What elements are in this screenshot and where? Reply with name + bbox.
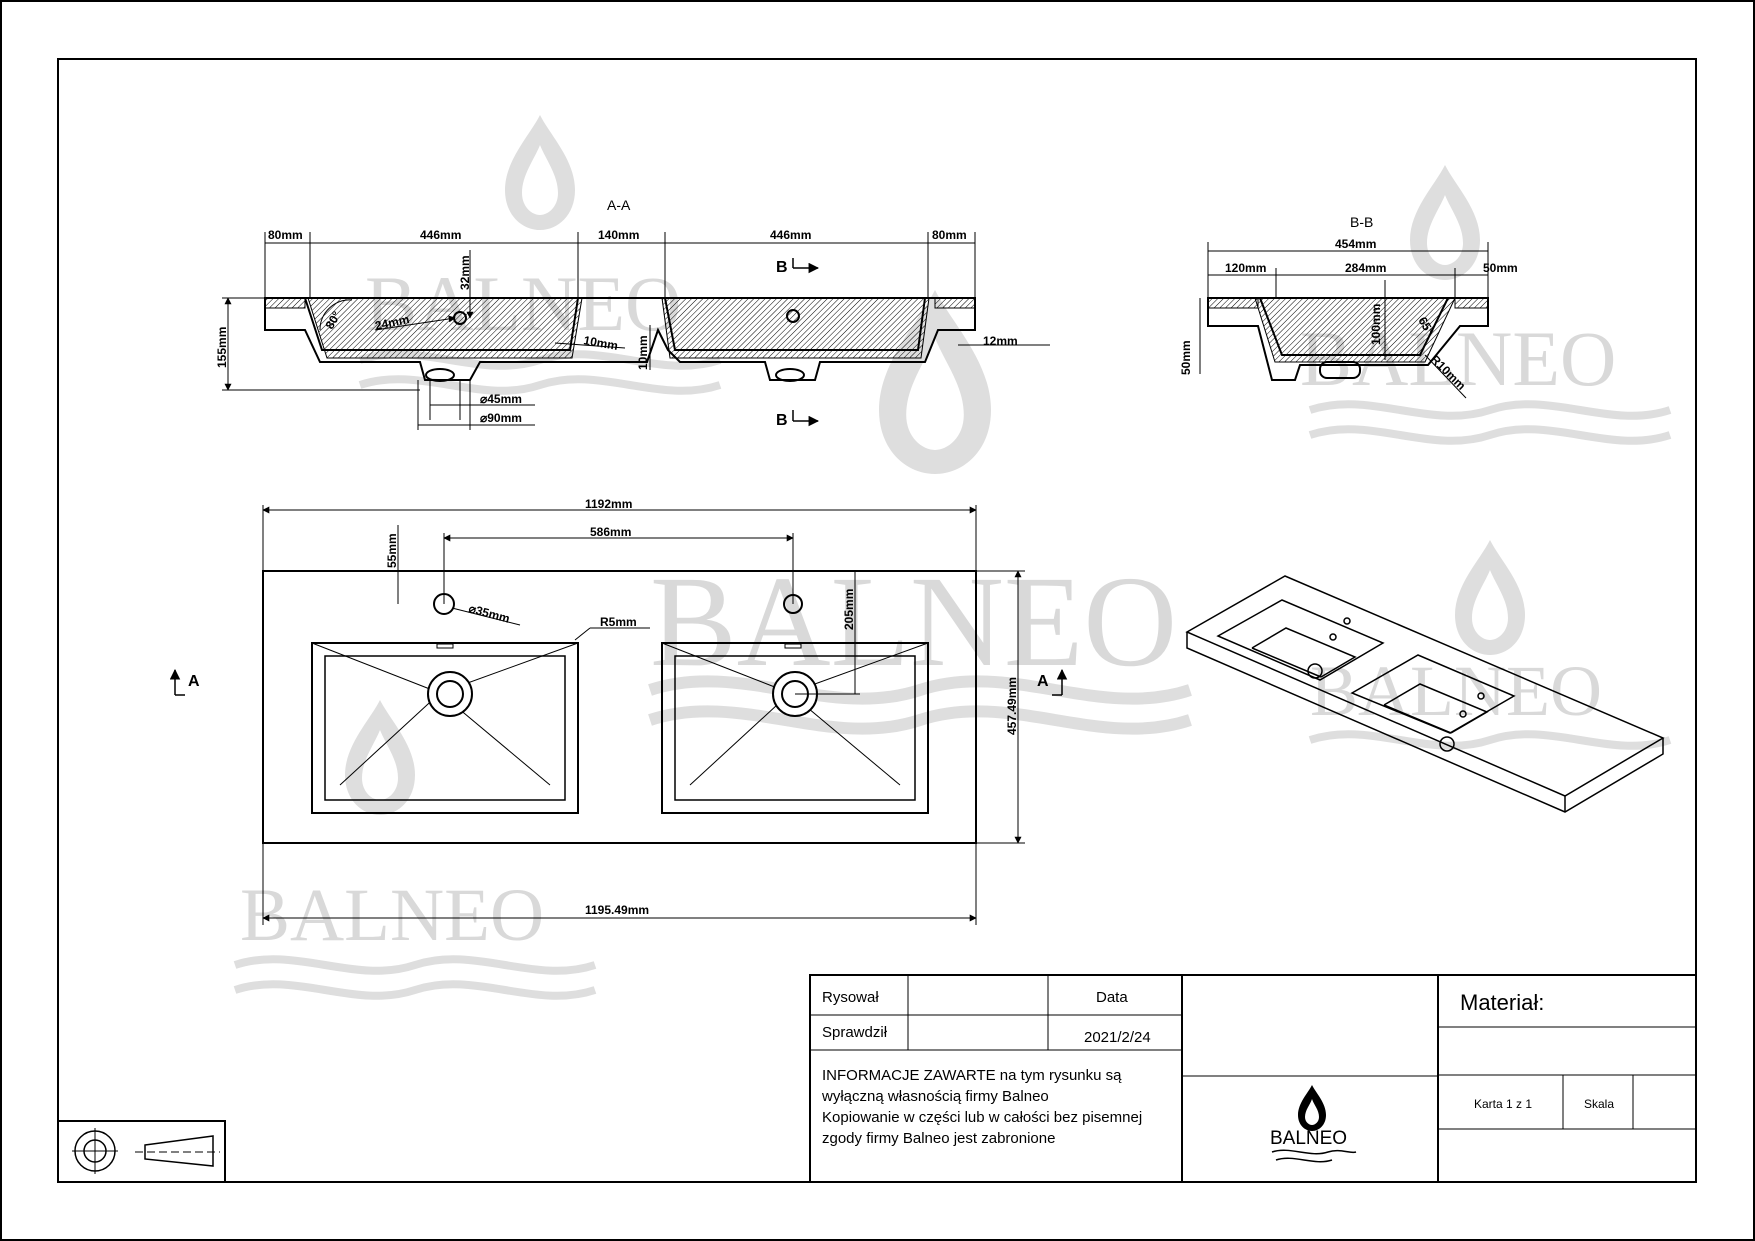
info-line-2: wyłączną własnością firmy Balneo [821,1088,1049,1105]
cut-a-left-label: A [188,673,200,690]
dim-r5mm: R5mm [600,615,637,629]
logo-text: BALNEO [1270,1128,1347,1149]
dim-1195mm: 1195.49mm [585,903,649,917]
isometric-view [1185,575,1665,813]
cut-a-right-label: A [1037,673,1049,690]
dim-140mm: 140mm [598,228,639,242]
dim-120mm: 120mm [1225,261,1266,275]
material-label: Materiał: [1460,990,1544,1015]
info-line-1: INFORMACJE ZAWARTE na tym rysunku są [822,1067,1122,1084]
dim-457mm: 457.49mm [1005,677,1019,735]
title-block: Rysował Sprawdził Data 2021/2/24 INFORMA… [809,974,1697,1183]
sprawdzil-label: Sprawdził [822,1024,888,1041]
cut-b-top-label: B [776,259,788,276]
dim-446mm-left: 446mm [420,228,461,242]
dim-586mm: 586mm [590,525,631,539]
dim-80mm-left: 80mm [268,228,303,242]
dim-32mm: 32mm [458,255,472,290]
dim-1192mm: 1192mm [585,497,632,511]
karta-label: Karta 1 z 1 [1474,1097,1532,1111]
skala-label: Skala [1584,1097,1614,1111]
data-label: Data [1096,989,1128,1006]
section-aa-view: A-A 80mm 446mm 140mm 446mm 80mm 32mm 24 [215,197,1050,430]
dim-50mm-left: 50mm [1179,340,1193,375]
dim-205mm: 205mm [842,589,856,630]
svg-text:BALNEO: BALNEO [650,550,1177,694]
dim-10mm-thickness: 10mm [582,333,619,353]
dim-10mm-height: 10mm [636,335,650,370]
dim-80mm-right: 80mm [932,228,967,242]
rysowal-label: Rysował [822,989,879,1006]
dim-55mm: 55mm [385,533,399,568]
dim-100mm: 100mm [1369,304,1383,345]
svg-text:BALNEO: BALNEO [240,874,544,957]
dim-446mm-right: 446mm [770,228,811,242]
dim-dia-45mm: ⌀45mm [480,392,522,406]
dim-155mm: 155mm [215,327,229,368]
data-value: 2021/2/24 [1084,1029,1151,1046]
dim-dia-90mm: ⌀90mm [480,411,522,425]
projection-symbol-box [57,1120,226,1183]
dim-12mm: 12mm [983,334,1018,348]
section-bb-view: B-B 454mm 120mm 284mm 50mm 100mm 65° 50m… [1179,214,1518,399]
balneo-logo [1298,1085,1326,1131]
info-line-4: zgody firmy Balneo jest zabronione [822,1130,1055,1147]
svg-text:BALNEO: BALNEO [1310,651,1602,731]
section-aa-label: A-A [607,197,631,213]
dim-50mm-right: 50mm [1483,261,1518,275]
cut-b-bottom-label: B [776,412,788,429]
dim-454mm: 454mm [1335,237,1376,251]
dim-284mm: 284mm [1345,261,1386,275]
top-view: 1192mm 586mm 55mm ⌀35mm R5mm 205mm 457.4… [169,497,1068,925]
info-line-3: Kopiowanie w części lub w całości bez pi… [822,1109,1142,1126]
section-bb-label: B-B [1350,214,1373,230]
dim-dia-35mm: ⌀35mm [467,601,511,625]
watermarks: BALNEO BALNEO BALNEO BALNEO BALNEO [235,115,1670,996]
